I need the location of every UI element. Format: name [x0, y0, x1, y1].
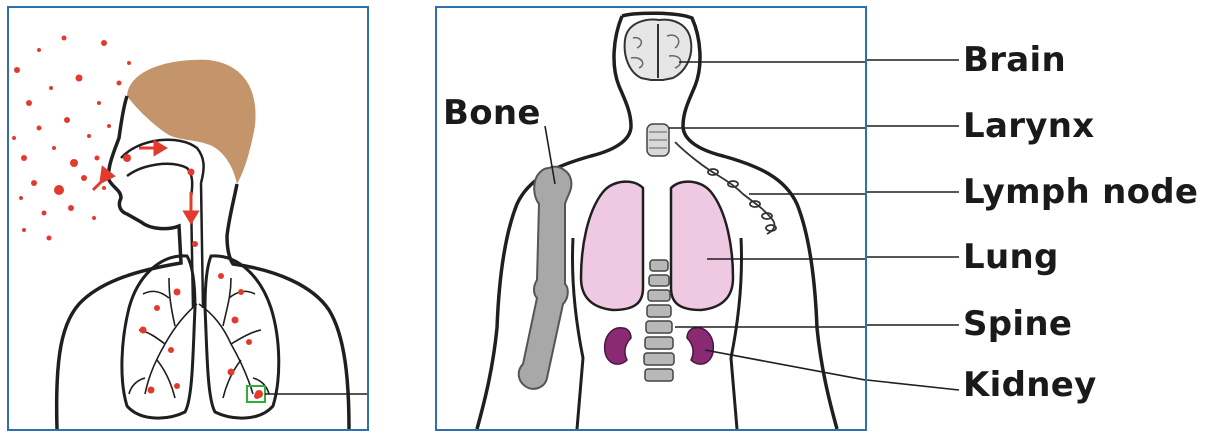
alveolus-droplet [255, 390, 263, 398]
bronchial-tree [129, 278, 269, 398]
brain-graphic [625, 20, 692, 80]
humerus-bone [519, 167, 572, 389]
spine-graphic [644, 260, 674, 381]
label-kidney: Kidney [963, 365, 1097, 405]
label-lymph-node: Lymph node [963, 172, 1198, 212]
label-brain: Brain [963, 40, 1066, 80]
kidney-leader-line [705, 350, 865, 380]
label-spine: Spine [963, 304, 1072, 344]
airborne-droplets [12, 36, 131, 241]
body-organs-illustration [437, 8, 865, 429]
hair [127, 60, 256, 184]
kidney-leader-extension [867, 380, 959, 390]
left-kidney [605, 328, 631, 364]
label-lung: Lung [963, 237, 1059, 277]
right-kidney [687, 328, 713, 364]
larynx-graphic [647, 124, 669, 156]
inhalation-illustration [9, 8, 367, 429]
label-leader-extensions [867, 0, 963, 434]
left-lung-outline [122, 256, 195, 418]
label-larynx: Larynx [963, 106, 1094, 146]
right-lung [671, 182, 733, 310]
nasal-passage-lower [127, 164, 192, 198]
trachea-right-wall [201, 183, 203, 308]
organ-diagram-panel [435, 6, 867, 431]
inhalation-diagram-panel [7, 6, 369, 431]
head-body-outline-right [227, 184, 349, 429]
label-bone: Bone [443, 93, 541, 133]
left-lung [581, 182, 643, 310]
